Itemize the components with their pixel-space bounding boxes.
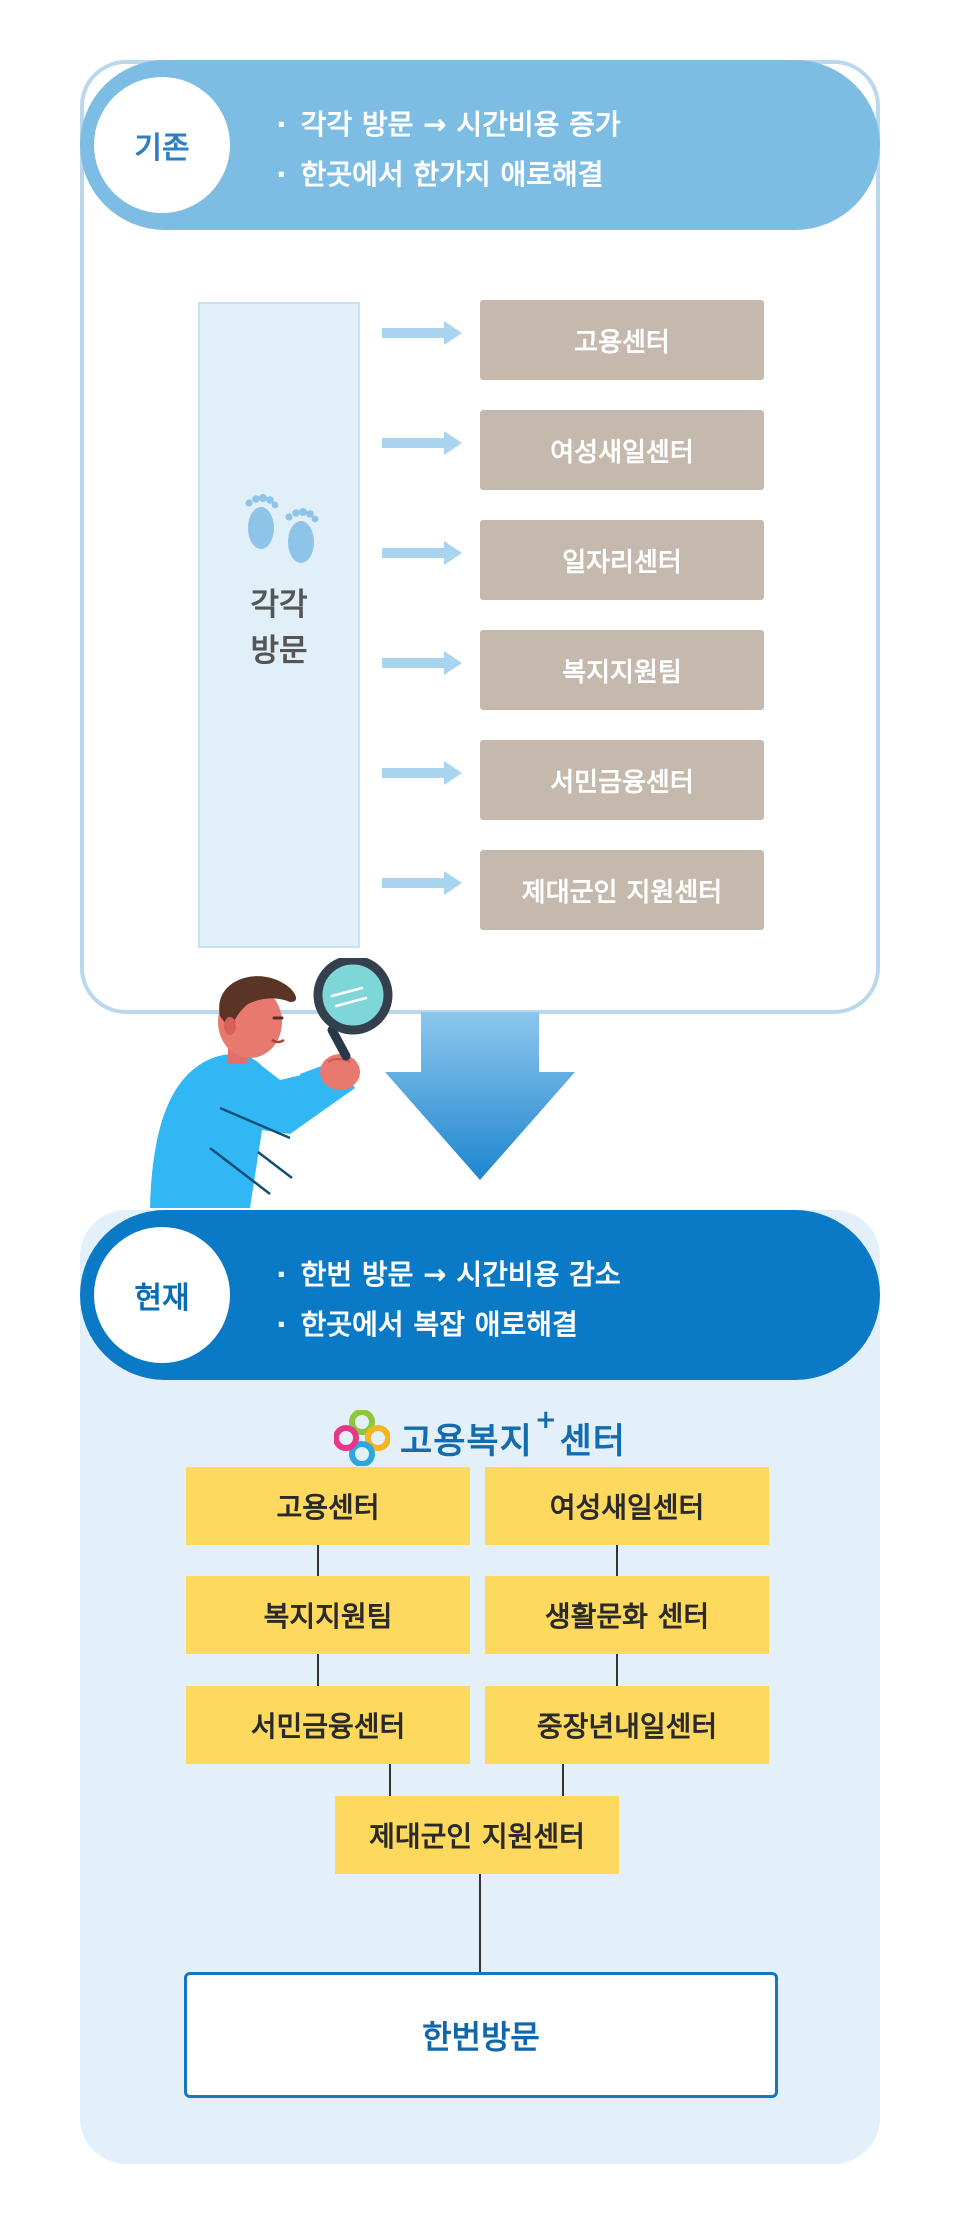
single-visit-box: 한번방문 — [184, 1972, 778, 2098]
center-box-yellow: 서민금융센터 — [186, 1686, 470, 1764]
center-box-yellow: 여성새일센터 — [485, 1467, 769, 1545]
center-box-yellow: 제대군인 지원센터 — [335, 1796, 619, 1874]
center-box-yellow: 고용센터 — [186, 1467, 470, 1545]
center-box-yellow: 생활문화 센터 — [485, 1576, 769, 1654]
center-box-yellow: 중장년내일센터 — [485, 1686, 769, 1764]
center-box-yellow: 복지지원팀 — [186, 1576, 470, 1654]
